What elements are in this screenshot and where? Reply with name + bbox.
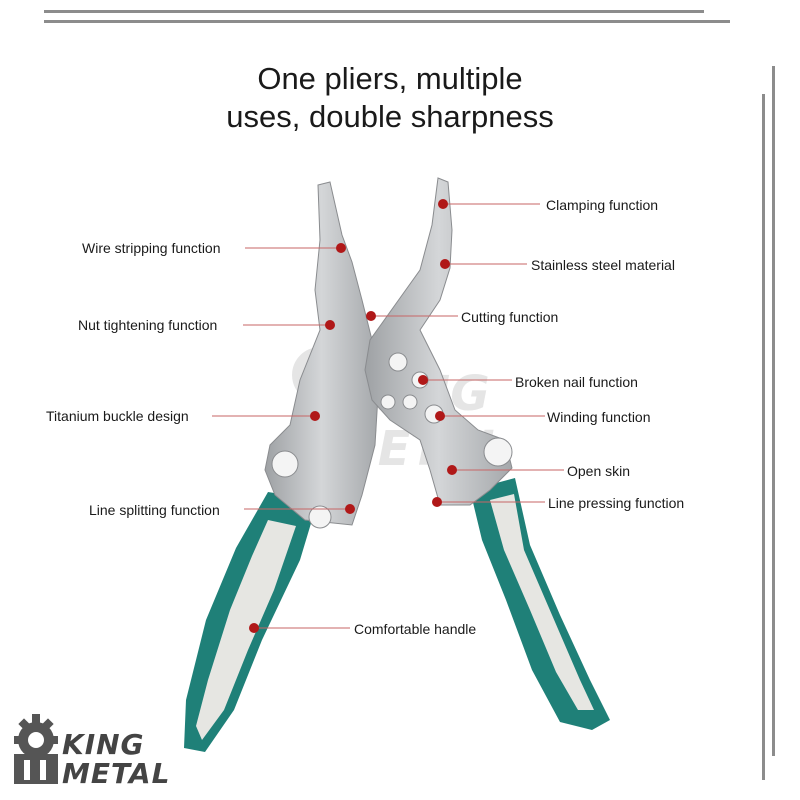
decor-bar-top-second: [44, 20, 730, 23]
right-handle: [470, 478, 610, 730]
marker-line-splitting: [345, 504, 355, 514]
marker-winding: [435, 411, 445, 421]
label-clamping-function: Clamping function: [546, 197, 659, 213]
marker-clamping: [438, 199, 448, 209]
label-broken-nail: Broken nail function: [515, 374, 638, 390]
leader-lines: [212, 203, 564, 629]
decor-bar-top: [44, 10, 704, 13]
brand-line-1: KING: [62, 728, 145, 761]
marker-cutting: [366, 311, 376, 321]
label-winding-function: Winding function: [547, 409, 651, 425]
label-open-skin: Open skin: [567, 463, 631, 479]
label-line-splitting: Line splitting function: [89, 502, 220, 518]
brand-line-2: METAL: [62, 757, 171, 790]
headline-line-1: One pliers, multiple: [257, 61, 523, 96]
label-cutting-function: Cutting function: [461, 309, 559, 325]
marker-nut-tightening: [325, 320, 335, 330]
marker-stainless: [440, 259, 450, 269]
marker-broken-nail: [418, 375, 428, 385]
label-line-pressing: Line pressing function: [548, 495, 685, 511]
label-nut-tightening: Nut tightening function: [78, 317, 218, 333]
gear-icon: [14, 714, 58, 784]
label-stainless-steel: Stainless steel material: [531, 257, 675, 273]
label-titanium-buckle: Titanium buckle design: [46, 408, 189, 424]
label-wire-stripping: Wire stripping function: [82, 240, 221, 256]
headline-line-2: uses, double sharpness: [226, 99, 554, 134]
left-handle: [184, 492, 318, 752]
label-comfortable-handle: Comfortable handle: [354, 621, 477, 637]
decor-bar-right-second: [762, 94, 765, 780]
left-jaw: [264, 181, 379, 529]
marker-comfortable-handle: [249, 623, 259, 633]
marker-wire-stripping: [336, 243, 346, 253]
decor-bar-right: [772, 66, 775, 756]
marker-open-skin: [447, 465, 457, 475]
brand-logo: KING METAL: [62, 730, 170, 788]
headline: One pliers, multiple uses, double sharpn…: [150, 60, 630, 136]
marker-titanium-buckle: [310, 411, 320, 421]
marker-line-pressing: [432, 497, 442, 507]
marker-dots: [249, 199, 457, 633]
